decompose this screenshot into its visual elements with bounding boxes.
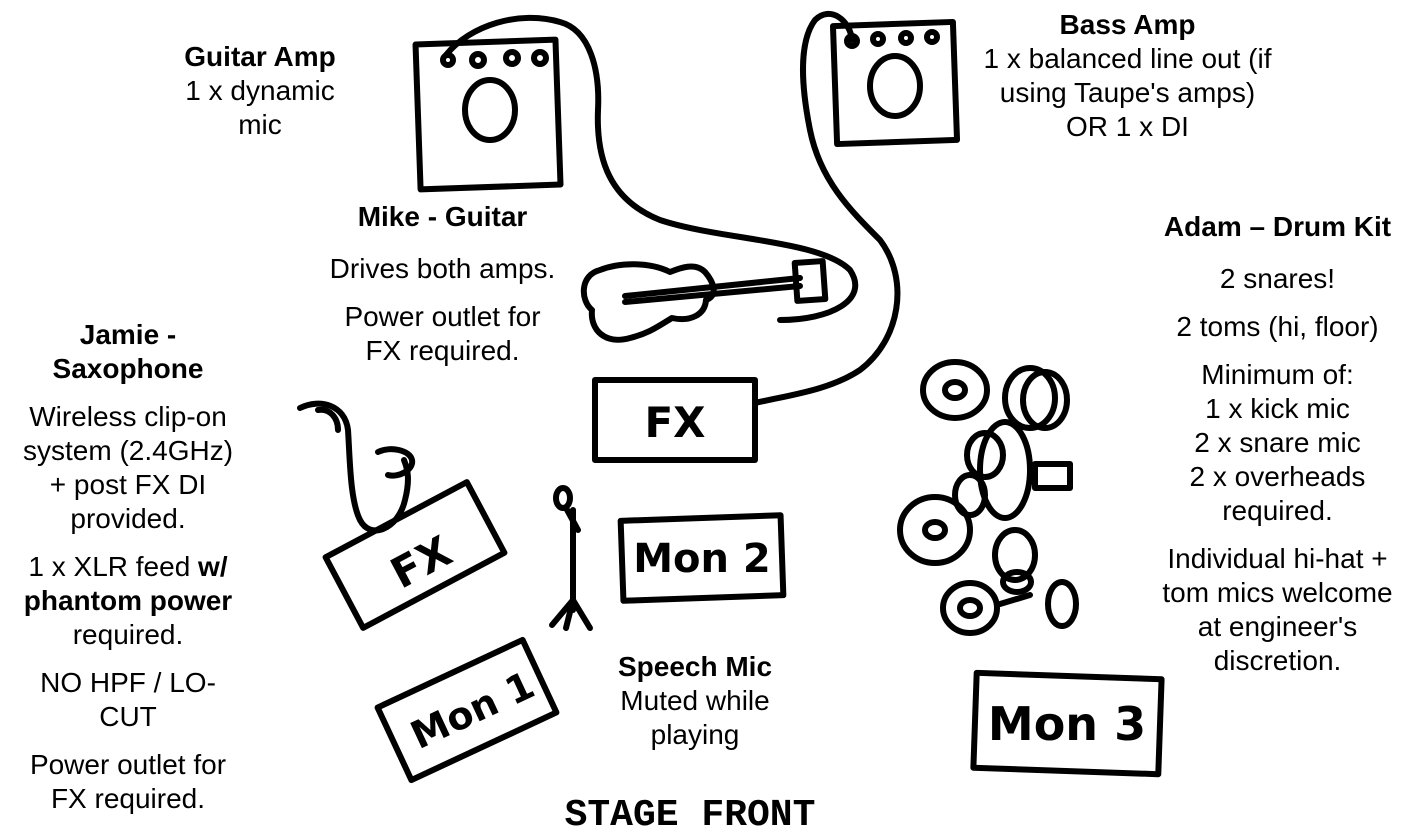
speech-mic-stand-icon: [549, 485, 593, 631]
guitar-amp-line: 1 x dynamic: [185, 75, 335, 106]
jamie-xlr-prefix: 1 x XLR feed: [28, 551, 199, 582]
adam-line: 2 x snare mic: [1194, 427, 1361, 458]
jamie-title: Jamie -: [79, 319, 177, 350]
jamie-line: provided.: [70, 503, 186, 534]
guitar-amp-cable: [443, 14, 859, 323]
jamie-line: Wireless clip-on: [29, 401, 227, 432]
adam-line: at engineer's: [1197, 611, 1358, 642]
adam-line: discretion.: [1213, 645, 1342, 676]
guitar-amp-note: Guitar Amp 1 x dynamic mic: [150, 40, 370, 142]
jamie-line: NO HPF / LO-: [40, 667, 216, 698]
bass-amp-line: using Taupe's amps): [999, 77, 1256, 108]
mike-title: Mike - Guitar: [357, 201, 528, 232]
jamie-line: Power outlet for: [29, 749, 227, 780]
jamie-line: FX required.: [50, 783, 206, 814]
adam-line: 1 x kick mic: [1205, 393, 1350, 424]
adam-line: 2 x overheads: [1189, 461, 1366, 492]
adam-line: Minimum of:: [1201, 359, 1354, 390]
guitar-amp-icon: [412, 36, 564, 193]
bass-amp-note: Bass Amp 1 x balanced line out (if using…: [955, 8, 1300, 144]
sax-fx-pedal: [322, 479, 508, 631]
guitar-fx-label: FX: [644, 398, 705, 447]
guitar-amp-line: mic: [238, 109, 282, 140]
jamie-line: CUT: [99, 701, 157, 732]
jamie-xlr-line: 1 x XLR feed w/: [0, 550, 256, 584]
adam-line: tom mics welcome: [1162, 577, 1393, 608]
speech-mic-note: Speech Mic Muted while playing: [590, 650, 800, 752]
adam-line: required.: [1222, 495, 1333, 526]
jamie-line: + post FX DI: [49, 469, 207, 500]
guitar-icon: [580, 258, 829, 343]
bass-amp-line: 1 x balanced line out (if: [983, 43, 1272, 74]
guitar-amp-title: Guitar Amp: [184, 41, 336, 72]
jamie-xlr-bold: w/: [198, 551, 228, 582]
mike-guitar-note: Mike - Guitar Drives both amps. Power ou…: [300, 200, 585, 368]
bass-amp-cable: [752, 11, 901, 406]
saxophone-icon: [297, 400, 416, 534]
jamie-line: system (2.4GHz): [22, 435, 234, 466]
jamie-title: Saxophone: [52, 353, 204, 384]
monitor-1-wedge: [374, 636, 560, 784]
speech-mic-title: Speech Mic: [617, 651, 773, 682]
bass-amp-title: Bass Amp: [1059, 9, 1196, 40]
bass-amp-line: OR 1 x DI: [1066, 111, 1189, 142]
jamie-xlr-bold: phantom power: [23, 585, 233, 616]
monitor-3-label: Mon 3: [988, 697, 1146, 751]
mike-line: FX required.: [365, 335, 520, 366]
jamie-saxophone-note: Jamie - Saxophone Wireless clip-on syste…: [0, 318, 256, 816]
monitor-1-label: Mon 1: [404, 663, 541, 758]
speech-mic-line: Muted while: [620, 685, 770, 716]
mike-line: Drives both amps.: [329, 253, 556, 284]
adam-line: 2 toms (hi, floor): [1176, 311, 1379, 342]
speech-mic-line: playing: [650, 719, 740, 750]
adam-line: 2 snares!: [1219, 263, 1336, 294]
drum-kit-icon: [897, 359, 1079, 636]
adam-title: Adam – Drum Kit: [1163, 211, 1392, 242]
mike-line: Power outlet for: [344, 301, 541, 332]
jamie-line: required.: [72, 619, 184, 650]
monitor-3-wedge: [970, 669, 1165, 778]
stage-front-label: STAGE FRONT: [564, 794, 816, 837]
adam-line: Individual hi-hat +: [1167, 543, 1388, 574]
adam-drum-note: Adam – Drum Kit 2 snares! 2 toms (hi, fl…: [1130, 210, 1425, 678]
monitor-2-wedge: [617, 512, 787, 604]
monitor-2-label: Mon 2: [633, 536, 771, 582]
sax-fx-label: FX: [383, 526, 460, 598]
guitar-fx-pedal: [592, 377, 758, 463]
